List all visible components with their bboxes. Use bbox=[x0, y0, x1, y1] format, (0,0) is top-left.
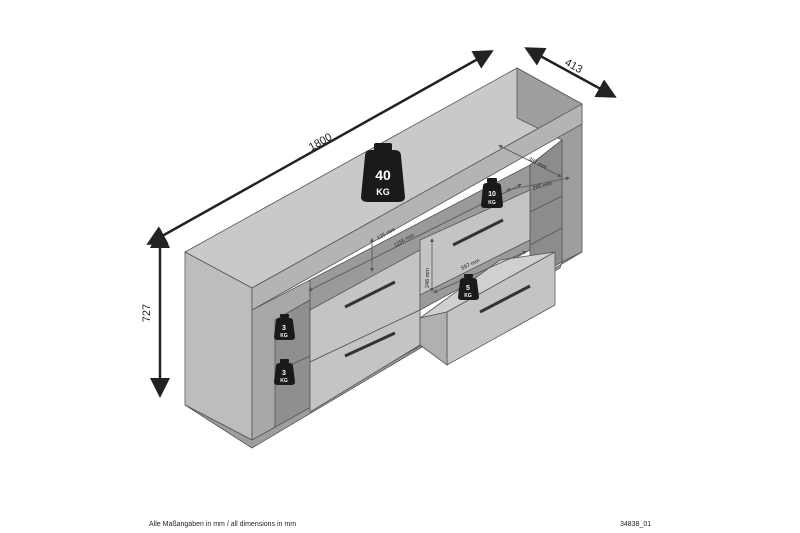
weight-top-unit: KG bbox=[376, 187, 390, 197]
drawer-handle bbox=[344, 331, 396, 358]
weight-lower-drawer-value: 5 bbox=[466, 285, 470, 292]
weight-lower-drawer-icon: 5 KG bbox=[458, 274, 479, 300]
weight-top-icon: 40 KG bbox=[361, 143, 405, 202]
depth-label: 413 bbox=[563, 57, 585, 76]
internal-dim-side-width: 265 mm bbox=[532, 181, 553, 192]
weight-shelf-upper-left-value: 3 bbox=[282, 325, 286, 332]
width-dimension-line bbox=[146, 50, 494, 245]
height-label: 727 bbox=[141, 304, 153, 322]
weight-upper-drawer-icon: 10 KG bbox=[481, 178, 503, 208]
weight-shelf-lower-left-value: 3 bbox=[282, 370, 286, 377]
product-code: 34838_01 bbox=[620, 521, 652, 528]
weight-top-value: 40 bbox=[375, 167, 391, 183]
dimensions-note: Alle Maßangaben in mm / all dimensions i… bbox=[149, 521, 297, 528]
weight-shelf-upper-left-icon: 3 KG bbox=[274, 314, 295, 340]
weight-shelf-upper-left-unit: KG bbox=[280, 333, 288, 339]
sideboard-base bbox=[184, 251, 583, 449]
width-label: 1800 bbox=[307, 131, 334, 153]
internal-dim-drawer-height: 246 mm bbox=[425, 268, 431, 288]
weight-upper-drawer-value: 10 bbox=[488, 191, 496, 198]
weight-upper-drawer-unit: KG bbox=[488, 200, 496, 206]
weight-shelf-lower-left-icon: 3 KG bbox=[274, 359, 295, 385]
depth-dimension-line bbox=[524, 47, 617, 98]
weight-shelf-lower-left-unit: KG bbox=[280, 378, 288, 384]
weight-lower-drawer-unit: KG bbox=[464, 293, 472, 299]
